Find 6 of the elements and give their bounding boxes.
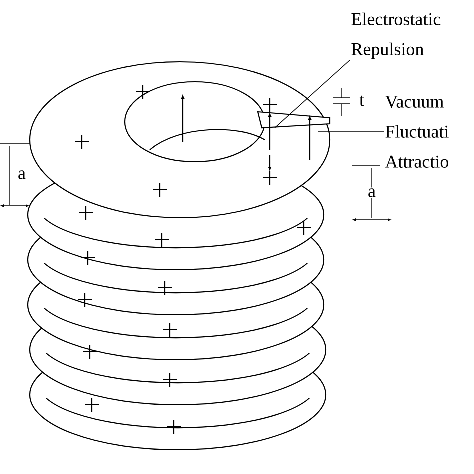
dimension-label: t bbox=[358, 94, 366, 108]
callout-text: Electrostatic Repulsion bbox=[352, 12, 441, 60]
dimension-label: a bbox=[367, 188, 377, 198]
leader-line bbox=[274, 60, 350, 128]
callout-text: Vacuum Fluctuati Attractio bbox=[385, 96, 449, 168]
dimension-label: a bbox=[17, 170, 27, 180]
